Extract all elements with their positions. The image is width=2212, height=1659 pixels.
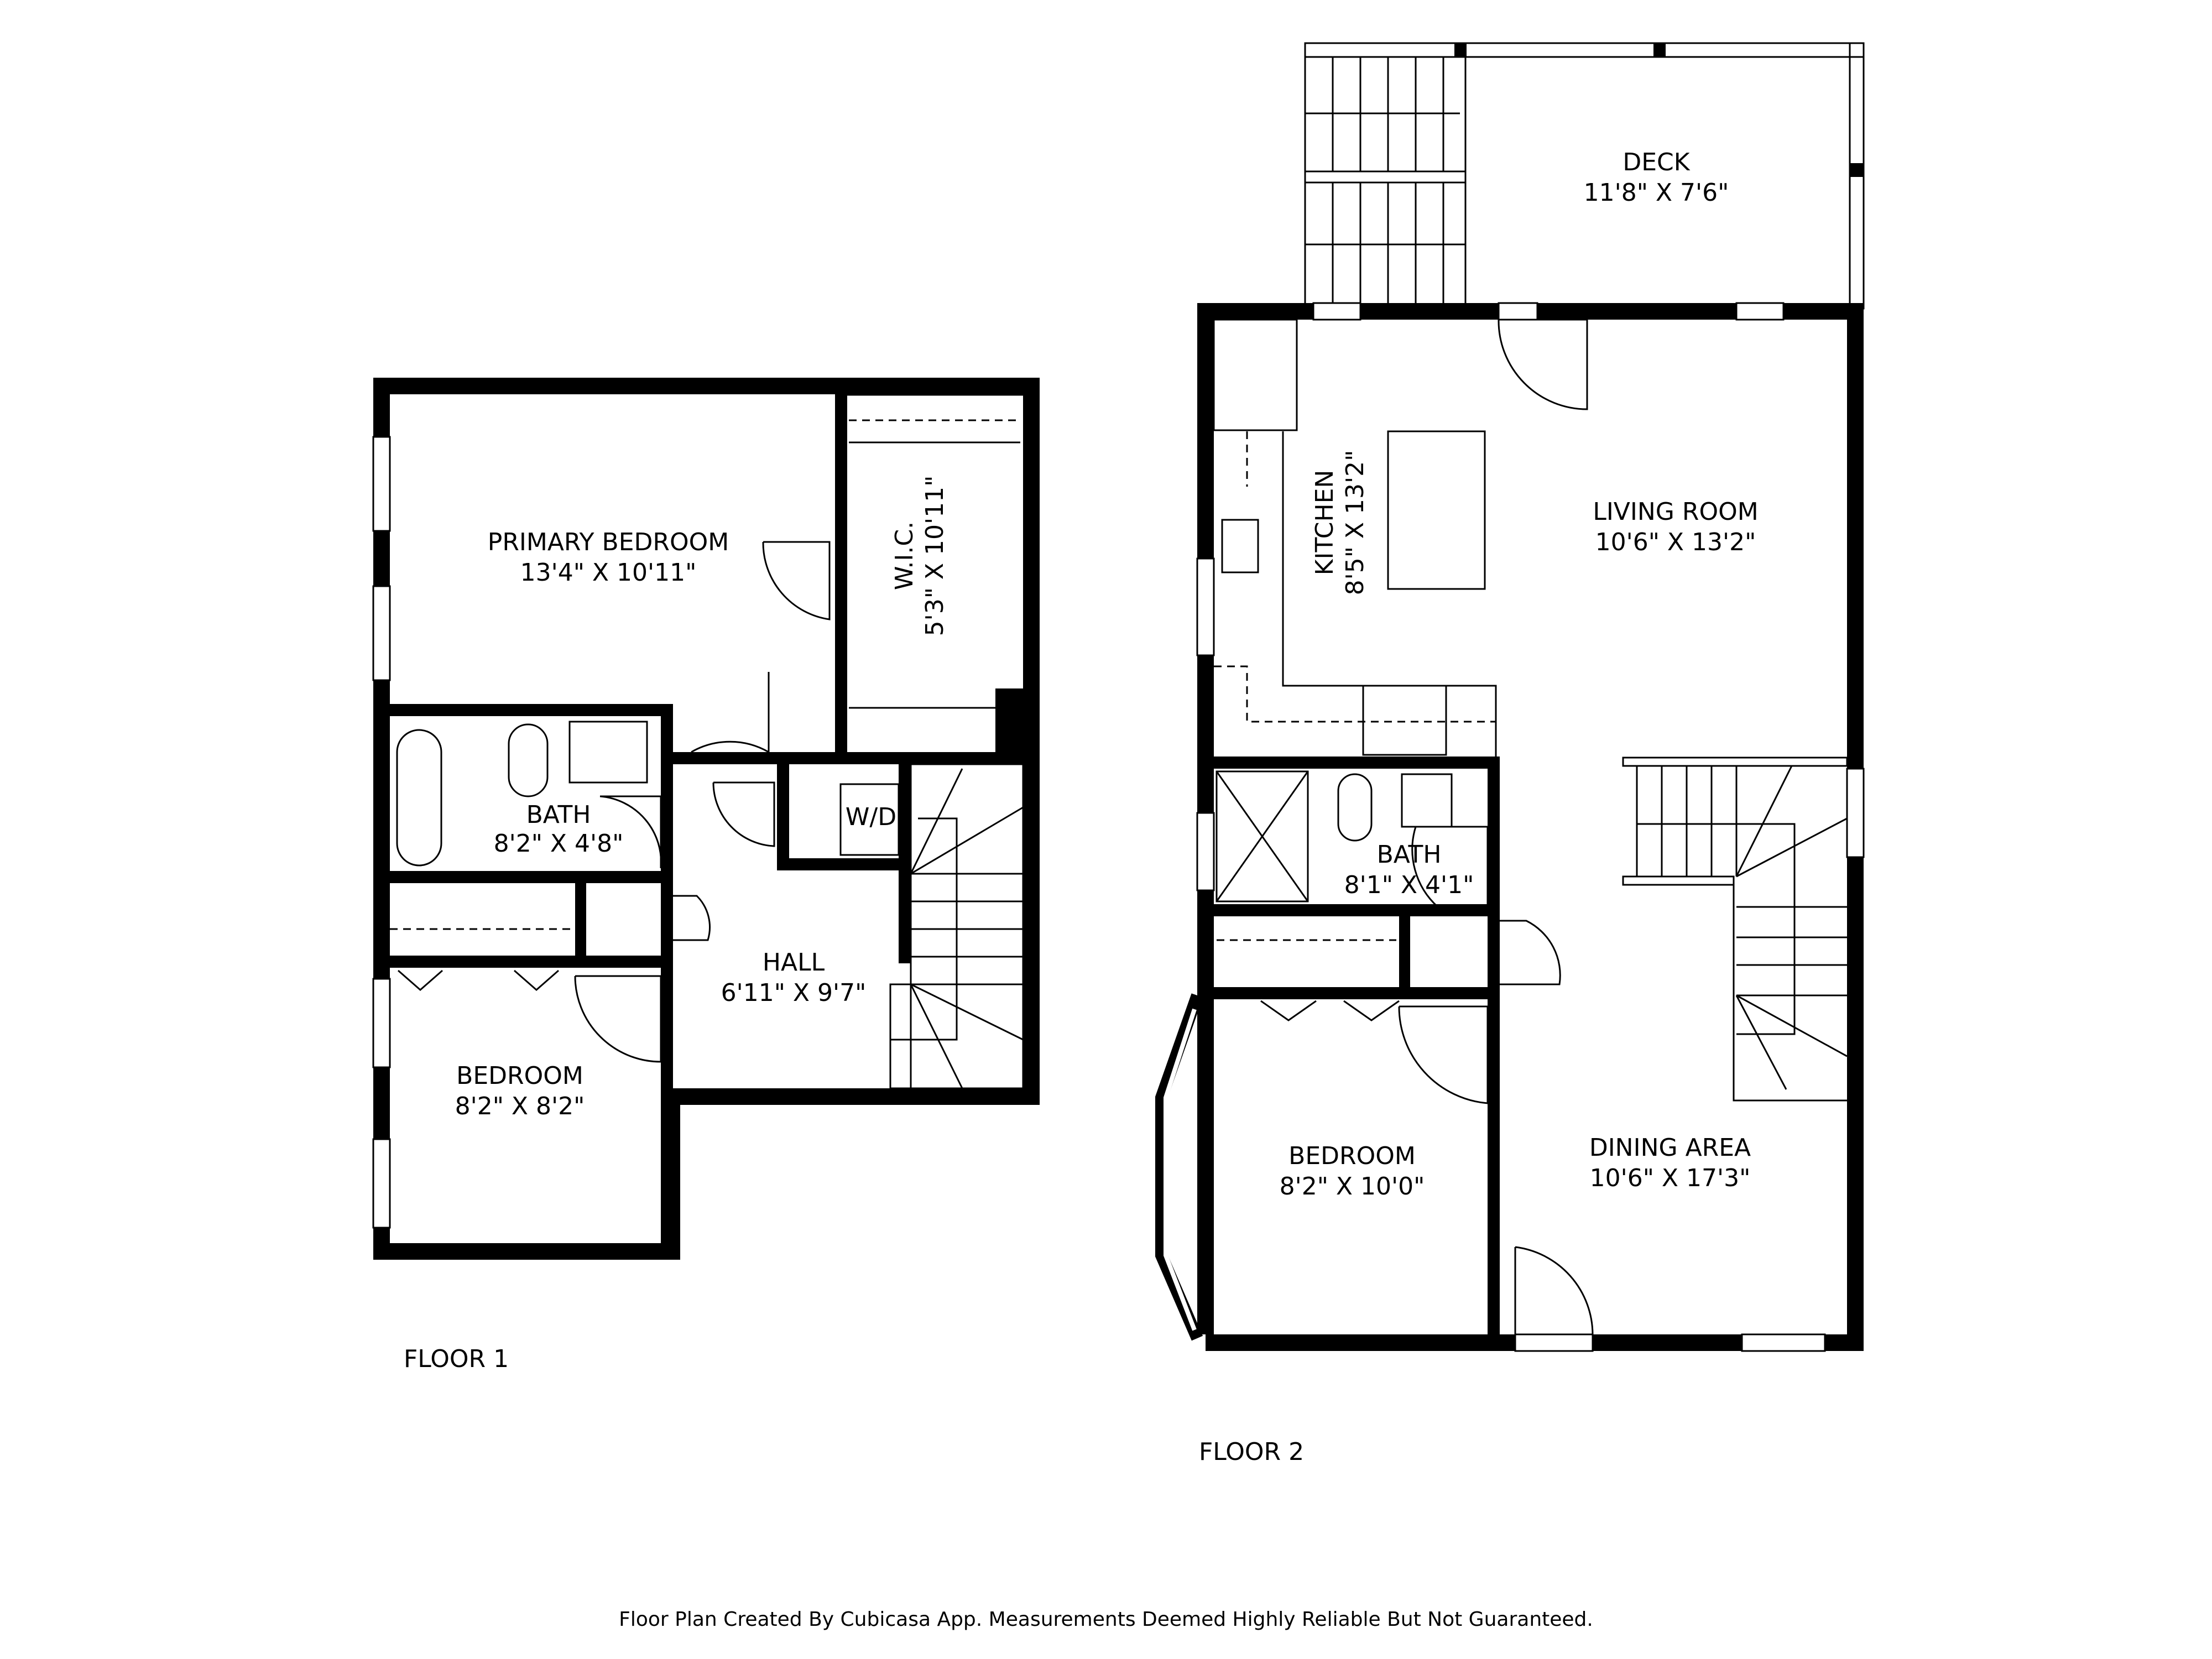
disclaimer-footer: Floor Plan Created By Cubicasa App. Meas… [619,1608,1593,1631]
floor-2-label: FLOOR 2 [1199,1438,1304,1466]
room-name-kitchen: KITCHEN [1311,470,1339,576]
room-dims-hall: 6'11" X 9'7" [721,979,867,1007]
floor-2-staircase [1622,757,1865,1102]
room-dims-dining-area: 10'6" X 17'3" [1590,1164,1751,1192]
room-name-bath-floor2: BATH [1377,841,1442,869]
room-dims-bath-floor2: 8'1" X 4'1" [1344,871,1474,899]
room-dims-primary-bedroom: 13'4" X 10'11" [520,559,697,587]
room-name-living-room: LIVING ROOM [1593,498,1758,526]
room-name-wic: W.I.C. [890,521,919,590]
room-dims-deck: 11'8" X 7'6" [1584,179,1729,207]
floor-1-staircase [889,763,1024,1089]
room-dims-bedroom-floor1: 8'2" X 8'2" [455,1092,585,1120]
room-name-bedroom-floor2: BEDROOM [1288,1142,1416,1170]
room-dims-bath-floor1: 8'2" X 4'8" [494,830,624,858]
floor-1-label: FLOOR 1 [404,1345,509,1373]
floor-1-plan [372,378,1040,1260]
room-name-bath-floor1: BATH [526,801,591,829]
laundry-wd-label: W/D [846,803,896,831]
deck-area [1304,42,1865,310]
room-dims-kitchen: 8'5" X 13'2" [1341,450,1369,596]
floor-2-plan [1155,42,1865,1352]
room-name-hall: HALL [763,948,825,977]
room-name-deck: DECK [1623,148,1690,176]
room-name-bedroom-floor1: BEDROOM [456,1062,583,1090]
room-name-primary-bedroom: PRIMARY BEDROOM [488,528,729,556]
room-dims-bedroom-floor2: 8'2" X 10'0" [1280,1172,1425,1201]
room-dims-living-room: 10'6" X 13'2" [1595,528,1756,556]
room-dims-wic: 5'3" X 10'11" [921,476,949,637]
room-name-dining-area: DINING AREA [1589,1134,1751,1162]
